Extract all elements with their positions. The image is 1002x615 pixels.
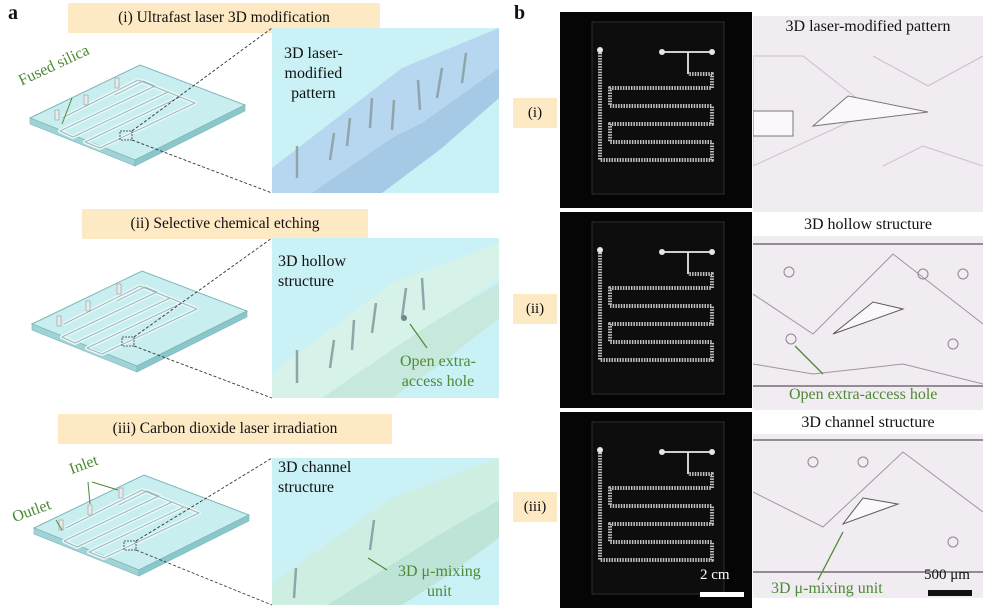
micrograph-2: 3D hollow structure Open extra-access ho…	[753, 214, 983, 410]
micrograph-3: 3D channel structure 3D μ-mixing unit	[753, 412, 983, 598]
micro-scale-label: 500 μm	[924, 567, 970, 583]
chip-photo-1	[560, 12, 752, 210]
zoom-label-step-3: 3D channel structure	[278, 459, 352, 496]
step-2-banner: (ii) Selective chemical etching	[82, 209, 368, 239]
chip-diagrams	[28, 27, 273, 606]
zoom-box-step-3: 3D channel structure 3D μ-mixing unit	[272, 458, 499, 605]
chip-photo-2	[560, 210, 752, 410]
chip-step-3	[32, 473, 251, 578]
chip-step-2	[30, 269, 249, 374]
micrograph-1: 3D laser-modified pattern	[753, 16, 983, 212]
step-3-banner: (iii) Carbon dioxide laser irradiation	[58, 414, 392, 444]
row-tag-3: (iii)	[513, 492, 557, 522]
channel-structure-illustration	[272, 458, 499, 605]
open-hole-callout: Open extra- access hole	[400, 353, 476, 390]
zoom-label-step-1: 3D laser- modified pattern	[284, 45, 343, 102]
micrograph-2-callout: Open extra-access hole	[789, 386, 938, 403]
row-tag-2: (ii)	[513, 294, 557, 324]
panel-b-letter: b	[514, 2, 526, 24]
zoom-box-step-1: 3D laser- modified pattern	[272, 28, 499, 193]
chip-photos	[560, 12, 752, 610]
panel-a-letter: a	[8, 2, 18, 24]
micrograph-2-title: 3D hollow structure	[753, 214, 983, 236]
micrograph-3-title: 3D channel structure	[753, 412, 983, 434]
micrograph-1-title: 3D laser-modified pattern	[753, 16, 983, 38]
zoom-label-step-2: 3D hollow structure	[278, 253, 346, 290]
micro-scale-bar	[928, 590, 972, 596]
zoom-box-step-2: 3D hollow structure Open extra- access h…	[272, 238, 499, 398]
hollow-structure-illustration	[272, 243, 499, 398]
row-tag-1: (i)	[513, 98, 557, 128]
mixing-unit-callout: 3D μ-mixing unit	[398, 563, 481, 600]
micrograph-3-callout: 3D μ-mixing unit	[771, 580, 883, 597]
chip-step-1	[28, 63, 247, 168]
photo-scale-bar	[700, 592, 744, 597]
laser-pattern-illustration	[272, 28, 499, 193]
photo-scale-label: 2 cm	[700, 567, 730, 583]
